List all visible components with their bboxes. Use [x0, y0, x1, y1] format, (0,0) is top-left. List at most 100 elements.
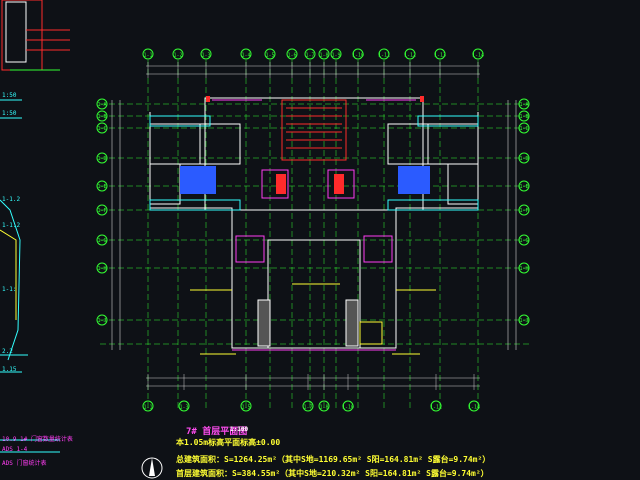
left-note-8: 10.9 1# 门窗数量统计表 [2, 436, 73, 443]
svg-text:1-F: 1-F [519, 208, 528, 214]
svg-text:1-G: 1-G [97, 238, 106, 244]
svg-text:1-D: 1-D [519, 156, 528, 162]
note-total-area: 总建筑面积：S=1264.25m²（其中S地=1169.65m² S阳=164.… [176, 455, 491, 464]
svg-text:1-J: 1-J [519, 318, 528, 324]
axis-bubble-right: 1-C [518, 122, 530, 134]
axis-bubble-bottom: 1-3 [178, 400, 190, 412]
svg-text:1-3: 1-3 [201, 53, 210, 59]
blue-fill-left-2 [198, 166, 216, 194]
svg-text:1-E: 1-E [519, 184, 528, 190]
axis-bubble-right: 1-H [518, 262, 530, 274]
svg-text:1-7: 1-7 [305, 53, 314, 59]
axis-bubble-left: 1-G [96, 234, 108, 246]
axis-bubble-right: 1-B [518, 110, 530, 122]
room-right-3 [387, 123, 429, 165]
balcony-left-top [149, 115, 211, 127]
lobby [267, 239, 361, 349]
axis-bubble-right: 1-G [518, 234, 530, 246]
bath-right [327, 169, 355, 199]
axis-bubble-bottom: 1-7 [302, 400, 314, 412]
room-right-2 [447, 163, 479, 205]
left-note-6: 2.2 [2, 348, 13, 355]
svg-text:1-7: 1-7 [303, 405, 312, 411]
left-note-5: 1-1: [2, 286, 17, 293]
lobby-entry-right [363, 235, 393, 263]
axis-bubble-top: 1-12 [404, 48, 416, 60]
axis-bubble-left: 1-H [96, 262, 108, 274]
svg-text:1-2: 1-2 [173, 53, 182, 59]
svg-text:1-4: 1-4 [241, 53, 250, 59]
left-note-10: ADS 门窗统计表 [2, 460, 47, 467]
left-note-7: 1.15 [2, 366, 17, 373]
svg-text:1-A: 1-A [519, 102, 528, 108]
axis-bubble-top: 1-6 [286, 48, 298, 60]
svg-text:1-11: 1-11 [378, 53, 390, 59]
axis-bubble-top: 1-13 [434, 48, 446, 60]
left-note-9: ADS 1-4 [2, 446, 28, 453]
balcony-right-top [417, 115, 479, 127]
svg-text:1-F: 1-F [97, 208, 106, 214]
svg-text:1-1: 1-1 [143, 53, 152, 59]
svg-text:1-D: 1-D [97, 156, 106, 162]
svg-text:1-12: 1-12 [430, 405, 442, 411]
stair-core [281, 99, 347, 161]
axis-bubble-left: 1-F [96, 204, 108, 216]
svg-text:1-3: 1-3 [179, 405, 188, 411]
balcony-left-bottom [149, 199, 241, 211]
left-note-2: 1:50 [2, 110, 17, 117]
svg-text:1-H: 1-H [519, 266, 528, 272]
blue-fill-left-1 [180, 166, 198, 194]
axis-bubble-top: 1-3 [200, 48, 212, 60]
axis-bubble-left: 1-C [96, 122, 108, 134]
axis-bubble-left: 1-B [96, 110, 108, 122]
svg-text:1-13: 1-13 [434, 53, 446, 59]
blue-fill-right-2 [398, 166, 412, 194]
svg-text:1-B: 1-B [97, 114, 106, 120]
bath-left [261, 169, 289, 199]
plan-title: 7# 首层平面图 [186, 427, 248, 437]
left-note-1: 1:50 [2, 92, 17, 99]
svg-text:1-E: 1-E [97, 184, 106, 190]
svg-text:1-H: 1-H [97, 266, 106, 272]
axis-bubble-left: 1-E [96, 180, 108, 192]
svg-text:1-5: 1-5 [265, 53, 274, 59]
svg-text:1-14: 1-14 [472, 53, 484, 59]
upper-core [204, 97, 424, 211]
axis-bubble-top: 1-5 [264, 48, 276, 60]
svg-text:1-1: 1-1 [143, 405, 152, 411]
blue-fill-right-1 [412, 166, 430, 194]
axis-bubble-right: 1-A [518, 98, 530, 110]
axis-bubble-right: 1-J [518, 314, 530, 326]
axis-bubble-top: 1-1 [142, 48, 154, 60]
axis-bubble-top: 1-10 [352, 48, 364, 60]
svg-text:1-B: 1-B [519, 114, 528, 120]
axis-bubble-top: 1-8 [318, 48, 330, 60]
svg-text:1-8: 1-8 [319, 405, 328, 411]
svg-text:1-12: 1-12 [404, 53, 416, 59]
dimension-lines [111, 62, 517, 390]
svg-text:1-6: 1-6 [287, 53, 296, 59]
svg-text:1-14: 1-14 [468, 405, 480, 411]
axis-bubble-right: 1-F [518, 204, 530, 216]
svg-text:1-10: 1-10 [342, 405, 354, 411]
note-first-floor-area: 首层建筑面积：S=384.55m²（其中S地=210.32m² S阳=164.8… [176, 469, 489, 478]
svg-text:1-10: 1-10 [352, 53, 364, 59]
plan-scale: 1:100 [230, 426, 249, 433]
pillar-left [257, 299, 271, 347]
axis-bubble-right: 1-D [518, 152, 530, 164]
left-detail-fragment [0, 0, 70, 453]
axis-bubble-top: 1-4 [240, 48, 252, 60]
svg-text:1-J: 1-J [97, 318, 106, 324]
axis-bubble-top: 1-7 [304, 48, 316, 60]
floor-plan [149, 96, 479, 355]
note-far-ratio: 本1.05m标高平面标高±0.00 [176, 438, 281, 447]
axis-bubble-top: 1-11 [378, 48, 390, 60]
svg-text:1-C: 1-C [97, 126, 106, 132]
axis-grid [100, 60, 530, 410]
svg-text:1-8: 1-8 [319, 53, 328, 59]
lower-hall-right [360, 232, 397, 349]
axis-bubble-top: 1-9 [330, 48, 342, 60]
axis-bubble-top: 1-2 [172, 48, 184, 60]
